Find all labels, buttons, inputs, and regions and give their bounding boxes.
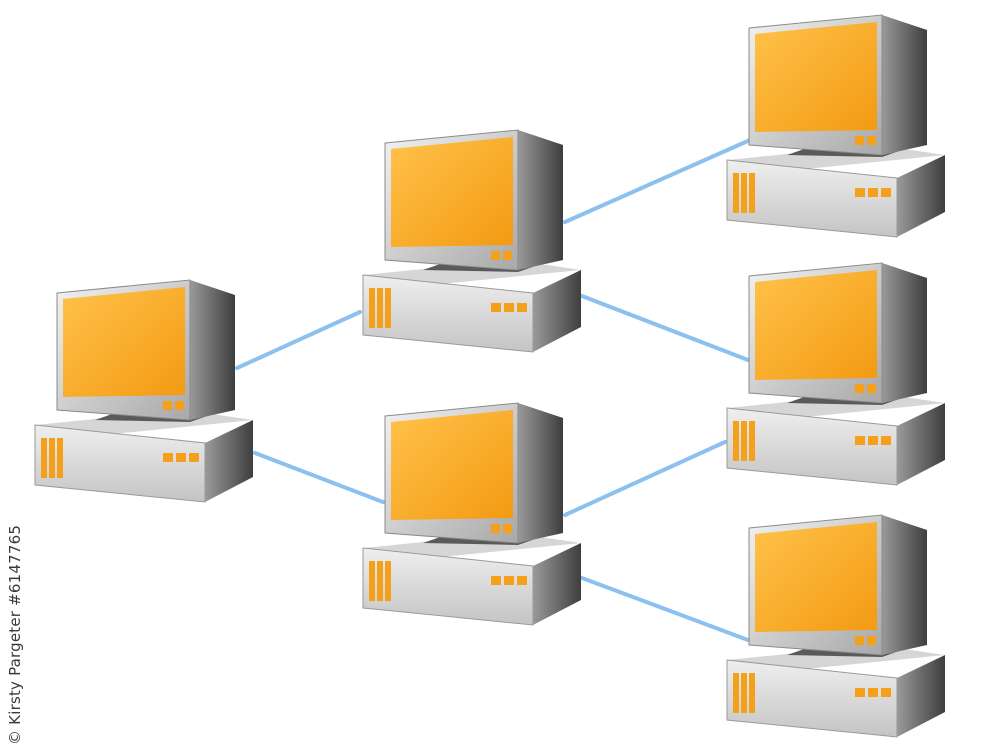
computer-case — [726, 645, 945, 738]
vent-slot — [49, 438, 55, 478]
links-layer — [235, 138, 752, 642]
vent-slot — [749, 673, 755, 713]
indicator-light — [504, 576, 514, 585]
network-link — [580, 294, 750, 362]
computer-case — [726, 145, 945, 238]
vent-slot — [41, 438, 47, 478]
computer-left — [34, 279, 253, 503]
network-link — [235, 310, 362, 370]
monitor-screen — [391, 137, 513, 247]
computer-case — [726, 393, 945, 486]
vent-slot — [749, 421, 755, 461]
monitor-button — [855, 636, 864, 645]
computer-case — [34, 410, 253, 503]
monitor-screen — [63, 287, 185, 397]
computer-right-middle — [726, 262, 945, 486]
vent-slot — [733, 673, 739, 713]
indicator-light — [163, 453, 173, 462]
indicator-light — [517, 576, 527, 585]
monitor-button — [503, 524, 512, 533]
indicator-light — [855, 188, 865, 197]
monitor — [748, 514, 927, 657]
indicator-light — [868, 188, 878, 197]
indicator-light — [881, 688, 891, 697]
network-link — [563, 440, 727, 517]
indicator-light — [189, 453, 199, 462]
monitor-button — [491, 524, 500, 533]
monitor-screen — [755, 270, 877, 380]
monitor — [748, 262, 927, 405]
network-link — [580, 576, 750, 642]
monitor-screen — [391, 410, 513, 520]
indicator-light — [868, 436, 878, 445]
vent-slot — [369, 561, 375, 601]
computer-mid-bottom — [362, 402, 581, 626]
monitor — [384, 402, 563, 545]
indicator-light — [855, 688, 865, 697]
vent-slot — [733, 173, 739, 213]
computer-case — [362, 533, 581, 626]
monitor-screen — [755, 522, 877, 632]
computer-right-bottom — [726, 514, 945, 738]
network-link — [563, 138, 752, 224]
monitor-button — [867, 384, 876, 393]
network-link — [253, 451, 385, 504]
indicator-light — [504, 303, 514, 312]
monitor-button — [503, 251, 512, 260]
vent-slot — [369, 288, 375, 328]
nodes-layer — [34, 14, 945, 738]
indicator-light — [881, 436, 891, 445]
indicator-light — [517, 303, 527, 312]
vent-slot — [385, 288, 391, 328]
vent-slot — [741, 173, 747, 213]
monitor — [384, 129, 563, 272]
monitor-button — [867, 136, 876, 145]
computer-right-top — [726, 14, 945, 238]
vent-slot — [749, 173, 755, 213]
indicator-light — [491, 303, 501, 312]
indicator-light — [176, 453, 186, 462]
monitor-screen — [755, 22, 877, 132]
indicator-light — [868, 688, 878, 697]
vent-slot — [377, 561, 383, 601]
monitor-button — [163, 401, 172, 410]
monitor-button — [855, 384, 864, 393]
indicator-light — [491, 576, 501, 585]
monitor-button — [175, 401, 184, 410]
monitor — [56, 279, 235, 422]
monitor-button — [491, 251, 500, 260]
vent-slot — [733, 421, 739, 461]
vent-slot — [385, 561, 391, 601]
vent-slot — [741, 673, 747, 713]
indicator-light — [881, 188, 891, 197]
monitor — [748, 14, 927, 157]
indicator-light — [855, 436, 865, 445]
vent-slot — [57, 438, 63, 478]
vent-slot — [741, 421, 747, 461]
computer-case — [362, 260, 581, 353]
monitor-button — [855, 136, 864, 145]
monitor-button — [867, 636, 876, 645]
watermark-text: © Kirsty Pargeter #6147765 — [6, 524, 24, 745]
vent-slot — [377, 288, 383, 328]
computer-mid-top — [362, 129, 581, 353]
